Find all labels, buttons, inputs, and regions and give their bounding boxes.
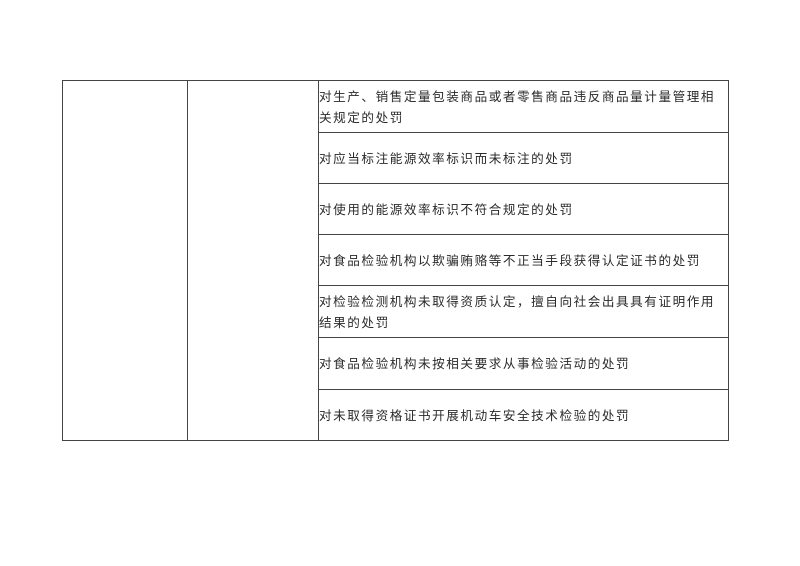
- table-row: 对未取得资格证书开展机动车安全技术检验的处罚: [63, 389, 729, 441]
- penalty-item-cell: 对食品检验机构以欺骗贿赂等不正当手段获得认定证书的处罚: [318, 234, 729, 286]
- penalty-item-cell: 对未取得资格证书开展机动车安全技术检验的处罚: [318, 389, 729, 441]
- category-cell: [62, 80, 188, 441]
- penalty-item-cell: 对生产、销售定量包装商品或者零售商品违反商品量计量管理相关规定的处罚: [318, 80, 729, 133]
- subcategory-cell: [187, 80, 319, 441]
- table-row: 对使用的能源效率标识不符合规定的处罚: [63, 183, 729, 235]
- penalty-item-cell: 对食品检验机构未按相关要求从事检验活动的处罚: [318, 337, 729, 390]
- penalty-item-cell: 对使用的能源效率标识不符合规定的处罚: [318, 183, 729, 235]
- penalty-items-table: 对生产、销售定量包装商品或者零售商品违反商品量计量管理相关规定的处罚 对应当标注…: [62, 80, 729, 441]
- table-row: 对检验检测机构未取得资质认定，擅自向社会出具具有证明作用结果的处罚: [63, 285, 729, 338]
- penalty-item-cell: 对检验检测机构未取得资质认定，擅自向社会出具具有证明作用结果的处罚: [318, 285, 729, 338]
- table-row: 对应当标注能源效率标识而未标注的处罚: [63, 132, 729, 184]
- table-row: 对食品检验机构未按相关要求从事检验活动的处罚: [63, 337, 729, 390]
- penalty-item-cell: 对应当标注能源效率标识而未标注的处罚: [318, 132, 729, 184]
- table-row: 对生产、销售定量包装商品或者零售商品违反商品量计量管理相关规定的处罚: [62, 80, 729, 441]
